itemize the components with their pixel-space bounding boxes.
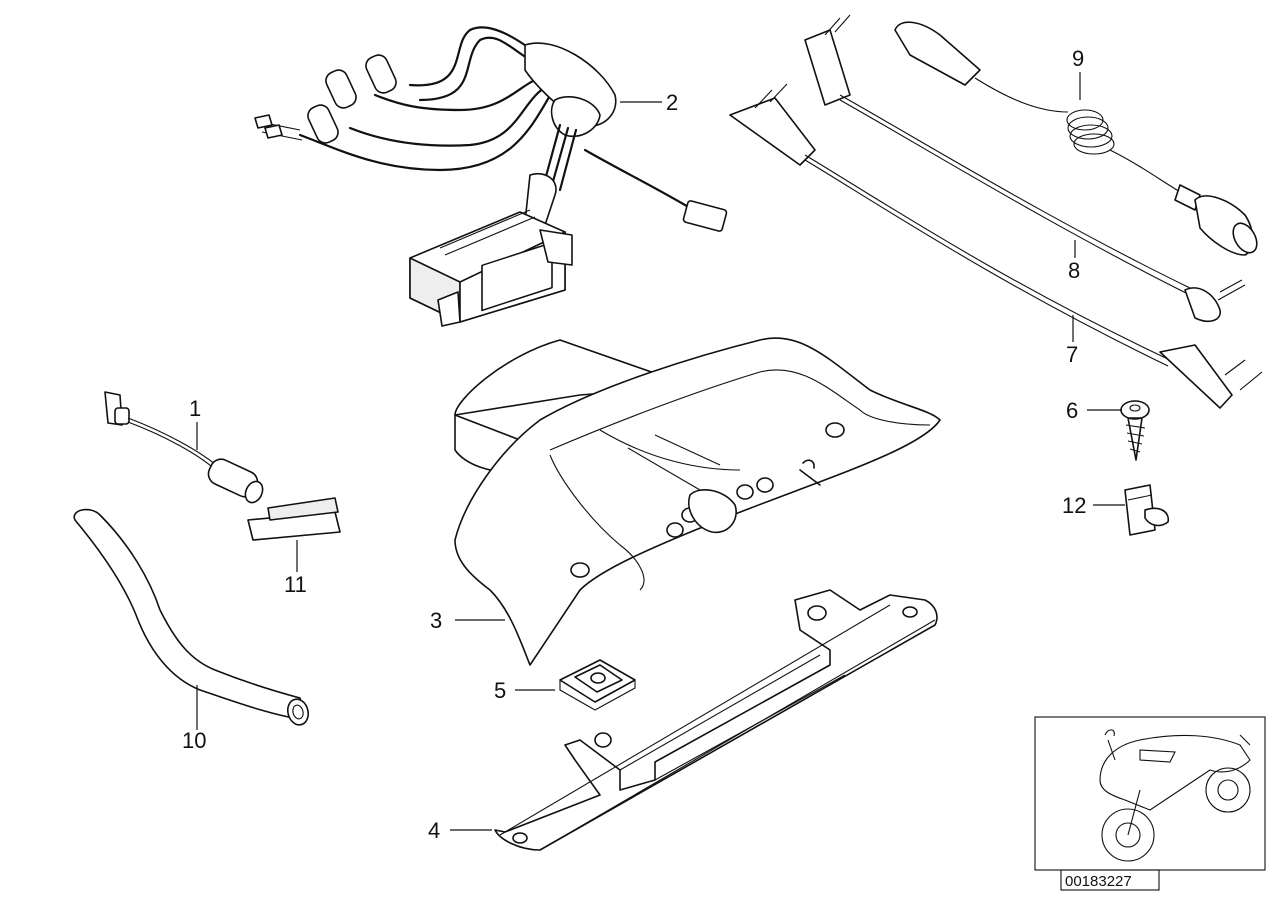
callout-10: 10 (182, 728, 206, 753)
callout-8: 8 (1068, 258, 1080, 283)
part-12-clip[interactable] (1124, 484, 1169, 536)
callout-4: 4 (428, 818, 440, 843)
leader-lines (196, 72, 1125, 831)
part-9-coiled-cable[interactable] (894, 21, 1262, 257)
callout-12: 12 (1062, 493, 1086, 518)
motorcycle-icon (1099, 729, 1251, 862)
reference-number: 00183227 (1065, 873, 1132, 890)
callout-2: 2 (666, 90, 678, 115)
callout-6: 6 (1066, 398, 1078, 423)
part-6-screw[interactable] (1120, 400, 1150, 461)
part-10-hose[interactable] (73, 508, 311, 728)
part-5-clip-nut[interactable] (559, 659, 636, 711)
callout-3: 3 (430, 608, 442, 633)
callout-5: 5 (494, 678, 506, 703)
callout-labels: 1 2 3 4 5 6 7 8 9 10 11 12 (182, 46, 1086, 843)
callout-9: 9 (1072, 46, 1084, 71)
part-2-wiring-harness[interactable] (254, 26, 728, 327)
callout-1: 1 (189, 396, 201, 421)
part-4-bracket[interactable] (494, 589, 938, 851)
callout-11: 11 (284, 572, 307, 597)
callout-7: 7 (1066, 342, 1078, 367)
locator-thumbnail (1034, 716, 1266, 871)
part-7-plug-cable[interactable] (729, 83, 1263, 409)
part-3-panel[interactable] (454, 337, 941, 666)
part-1-sensor-cable[interactable] (104, 391, 266, 505)
part-8-angled-plug-cable[interactable] (804, 14, 1246, 322)
part-11-pad[interactable] (247, 497, 341, 541)
reference-number-box: 00183227 (1060, 869, 1160, 891)
